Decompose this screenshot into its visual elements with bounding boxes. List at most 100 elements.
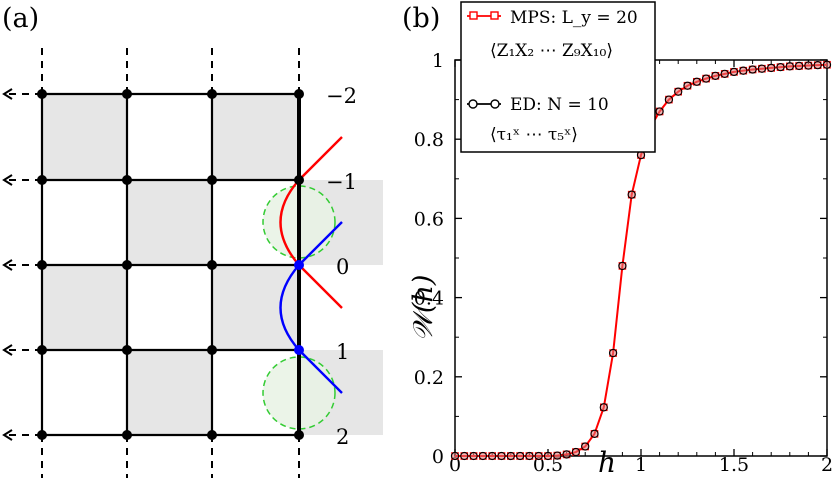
row-label: 1 [336, 340, 349, 364]
panel-a-lattice: (a) [2, 3, 383, 478]
legend-entry-mps: MPS: L_y = 20 ⟨Z₁X₂ ⋯ Z₉X₁₀⟩ [467, 8, 638, 61]
legend-marker-circle [490, 99, 500, 109]
ed-point [794, 61, 804, 71]
shaded-cell [42, 94, 127, 180]
site [37, 260, 47, 270]
legend-entry-ed: ED: N = 10 ⟨τ₁ˣ ⋯ τ₅ˣ⟩ [467, 95, 609, 145]
site [37, 175, 47, 185]
site [122, 175, 132, 185]
row-label: −1 [326, 170, 357, 194]
arrowhead-left [2, 174, 13, 186]
ed-point [618, 261, 627, 271]
ed-point [739, 66, 748, 75]
site [207, 89, 217, 99]
ed-point [664, 95, 674, 104]
legend-sublabel: ⟨τ₁ˣ ⋯ τ₅ˣ⟩ [490, 125, 578, 145]
legend-marker-square [490, 11, 499, 20]
ed-point [581, 442, 590, 451]
ed-point [813, 60, 822, 70]
x-tick-label: 1.5 [719, 454, 749, 476]
legend-box [460, 1, 656, 153]
site [207, 260, 217, 270]
site [122, 430, 132, 440]
ed-point [590, 429, 599, 438]
x-axis-label: h [598, 446, 616, 478]
ed-point [450, 451, 460, 461]
site-blue [294, 260, 304, 270]
shaded-cell [127, 180, 212, 265]
site [37, 89, 47, 99]
x-tick-label: 2 [821, 454, 832, 476]
left-arrowheads [2, 88, 13, 441]
ed-point [469, 451, 478, 461]
ed-point [543, 451, 553, 461]
row-labels: −2 −1 0 1 2 [326, 84, 357, 449]
ed-point [488, 451, 497, 461]
site [294, 175, 304, 185]
ed-point [748, 65, 757, 74]
legend-sublabel: ⟨Z₁X₂ ⋯ Z₉X₁₀⟩ [490, 41, 613, 61]
arrowhead-left [2, 429, 13, 441]
row-label: 0 [336, 255, 349, 279]
ed-point [767, 63, 776, 73]
series-layer [450, 60, 832, 461]
site [122, 345, 132, 355]
ed-point [608, 348, 618, 358]
legend-marker-circle [468, 99, 478, 109]
y-tick-label: 0.6 [414, 208, 444, 230]
ed-point [674, 87, 683, 96]
site [207, 345, 217, 355]
ed-point [627, 190, 636, 199]
ed-point [701, 74, 711, 83]
site [207, 175, 217, 185]
site [122, 260, 132, 270]
ed-point [515, 451, 525, 461]
row-label: −2 [326, 84, 357, 108]
ed-point [562, 450, 571, 459]
y-tick-label: 1 [432, 50, 444, 72]
shaded-cell [127, 350, 212, 435]
arrowhead-left [2, 344, 13, 356]
y-tick-label: 0 [432, 446, 444, 468]
x-tick-label: 1 [635, 454, 647, 476]
panel-a-label: (a) [2, 3, 39, 34]
ed-point [534, 451, 543, 461]
dashed-continuations [6, 48, 300, 478]
legend-label: ED: N = 10 [510, 95, 609, 115]
legend-label: MPS: L_y = 20 [510, 8, 638, 28]
site [207, 430, 217, 440]
ed-point [571, 447, 581, 457]
site [294, 430, 304, 440]
ed-point [599, 403, 608, 412]
panel-b-label: (b) [402, 3, 440, 34]
shaded-cell [42, 265, 127, 350]
arrowhead-left [2, 88, 13, 100]
ed-point [655, 107, 664, 116]
site [37, 430, 47, 440]
ed-point [757, 64, 767, 73]
y-tick-label: 0.2 [414, 367, 444, 389]
ed-point [478, 451, 488, 461]
ed-point [683, 81, 692, 90]
ed-point [460, 451, 469, 461]
y-tick-label: 0.4 [414, 288, 444, 310]
site-blue [294, 345, 304, 355]
ed-point [776, 62, 785, 72]
ed-point [804, 61, 813, 70]
site [122, 89, 132, 99]
y-tick-label: 0.8 [414, 129, 444, 151]
y-axis-label: 𝒲(h) [408, 275, 439, 342]
ed-point [692, 77, 701, 86]
ed-point [785, 62, 794, 71]
ed-point [553, 451, 562, 460]
shaded-cell [212, 265, 299, 350]
ed-point [506, 451, 515, 461]
ed-point [822, 60, 832, 69]
legend: MPS: L_y = 20 ⟨Z₁X₂ ⋯ Z₉X₁₀⟩ ED: N = 10 … [460, 1, 656, 153]
legend-marker-square [469, 11, 478, 20]
shaded-cell [212, 94, 299, 180]
row-label: 2 [336, 425, 349, 449]
